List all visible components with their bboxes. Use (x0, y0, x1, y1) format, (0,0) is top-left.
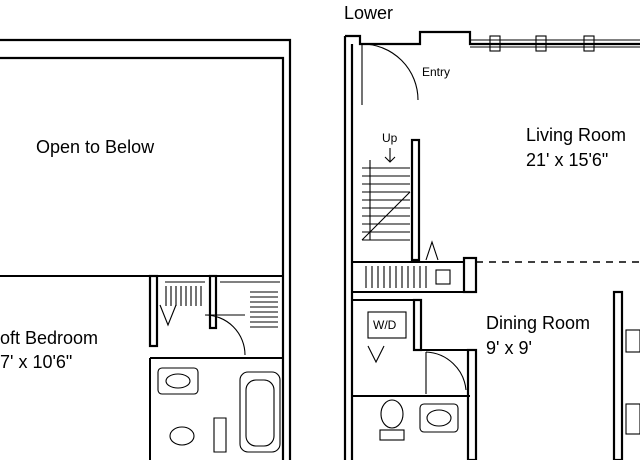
loft-bedroom-door (204, 314, 246, 356)
washer-dryer-icon (367, 311, 407, 339)
loft-outer-wall (0, 38, 292, 460)
lower-toilet-icon (380, 399, 404, 429)
loft-level: Open to Below oft Bedroom 7' x 10'6" (0, 38, 292, 460)
bath-wall-right (466, 348, 478, 460)
bathtub-inner (245, 379, 275, 447)
stair-wall (410, 138, 421, 262)
lower-top-wall-inner (343, 36, 354, 460)
loft-bedroom-label: oft Bedroom (0, 328, 98, 348)
dining-fixture-2 (625, 403, 640, 435)
counter-square (435, 269, 451, 285)
stairs-up-arrow (384, 148, 396, 163)
lower-vanity (419, 403, 459, 433)
lower-toilet-tank (379, 429, 405, 441)
entry-door (361, 43, 419, 105)
vanity (157, 367, 199, 395)
laundry-bifold (367, 345, 385, 364)
counter-hatching (365, 266, 427, 288)
closet-wall (208, 274, 218, 330)
counter-end-wall (462, 256, 478, 294)
dining-fixture (625, 329, 640, 353)
lower-top-wall (345, 30, 640, 46)
loft-closet-door (159, 304, 177, 327)
dining-room-dims: 9' x 9' (486, 338, 532, 358)
closet-hatching (165, 286, 278, 328)
open-to-below-label: Open to Below (36, 137, 155, 157)
window-strip (470, 35, 640, 52)
living-room-label: Living Room (526, 125, 626, 145)
dining-right-wall (612, 290, 624, 460)
living-room-dims: 21' x 15'6" (526, 150, 608, 170)
toilet-icon (169, 426, 195, 446)
sink-icon (165, 373, 191, 389)
closet-bifold (425, 240, 439, 261)
bath-partition-top (148, 274, 159, 348)
lower-sink-icon (426, 409, 452, 427)
loft-bedroom-dims: 7' x 10'6" (0, 352, 72, 372)
dining-room-label: Dining Room (486, 313, 590, 333)
washer-dryer-label: W/D (373, 318, 397, 332)
entry-label: Entry (422, 65, 450, 79)
lower-level: Lower Entry (343, 3, 640, 460)
laundry-wall (412, 298, 423, 352)
stairs-icon (361, 160, 411, 241)
bath-door (425, 351, 467, 394)
bathtub-icon (239, 371, 281, 453)
stairs-up-label: Up (382, 131, 398, 145)
toilet-tank (213, 417, 227, 453)
lower-level-title: Lower (344, 3, 393, 23)
